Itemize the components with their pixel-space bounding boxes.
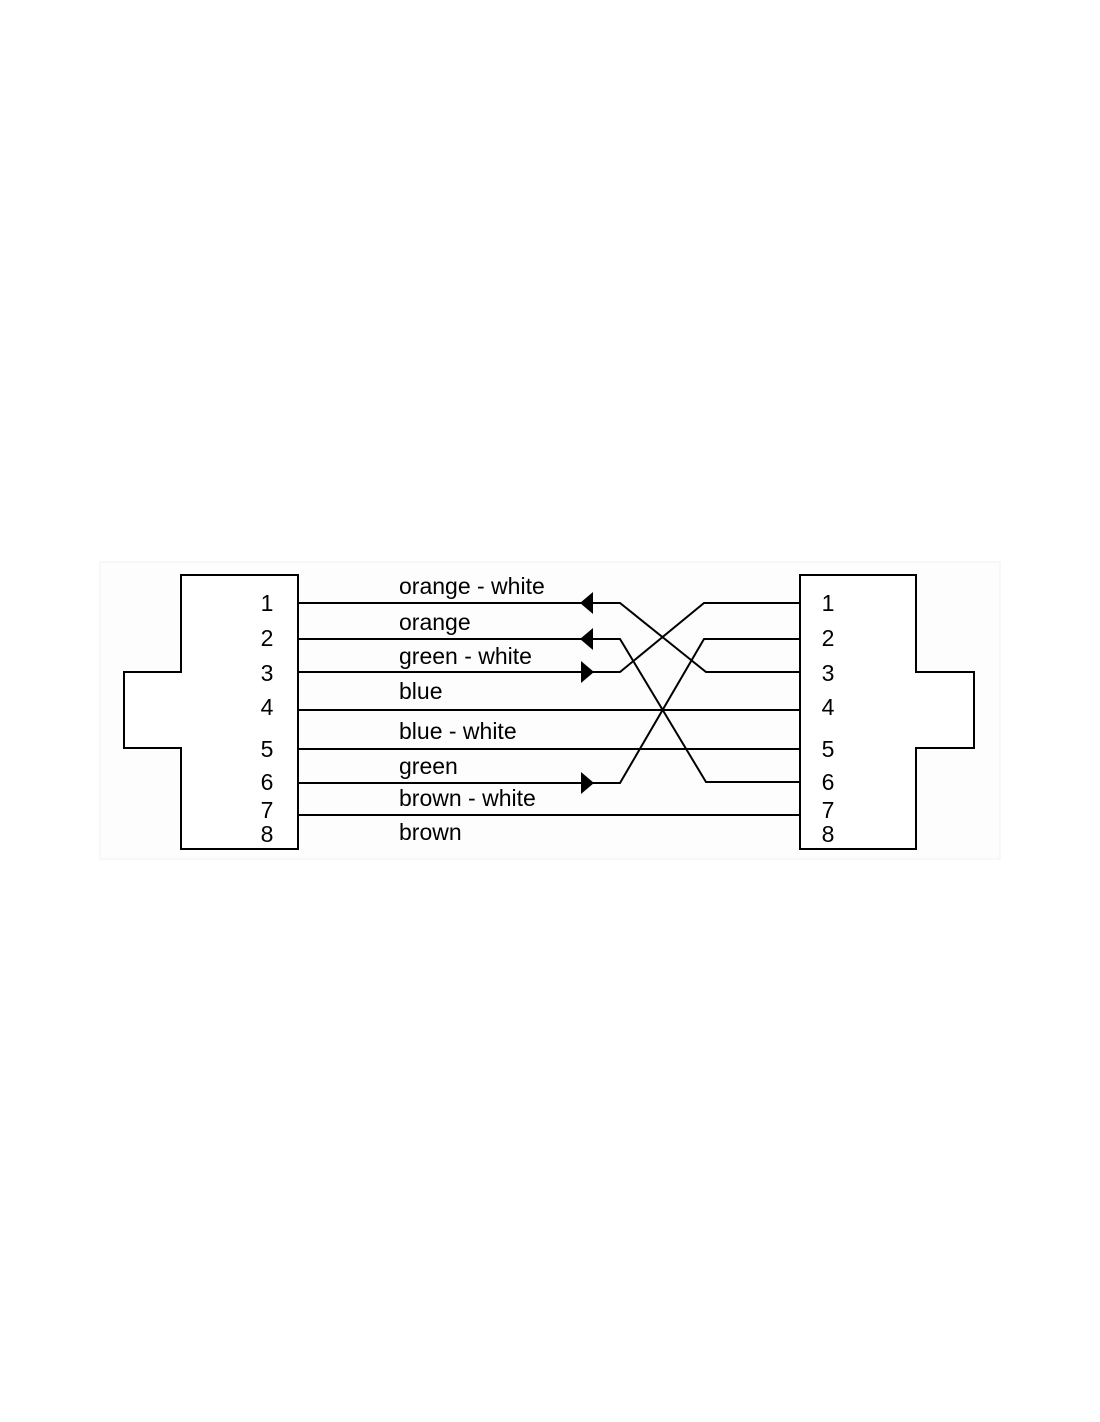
label-orange: orange: [399, 609, 471, 635]
arrow-right-icon: [581, 661, 594, 683]
wire-green: [298, 638, 800, 784]
left-pin-4: 4: [261, 694, 274, 720]
left-pin-6: 6: [261, 769, 274, 795]
label-blue-white: blue - white: [399, 718, 517, 744]
label-brown-white: brown - white: [399, 785, 536, 811]
left-connector: [123, 574, 299, 850]
right-connector: [799, 574, 975, 850]
wire-green-white: [298, 602, 800, 673]
label-orange-white: orange - white: [399, 573, 545, 599]
right-pin-7: 7: [822, 797, 835, 823]
left-pin-2: 2: [261, 625, 274, 651]
right-pin-3: 3: [822, 660, 835, 686]
left-pin-5: 5: [261, 736, 274, 762]
right-pin-4: 4: [822, 694, 835, 720]
arrowheads: [580, 592, 594, 794]
label-blue: blue: [399, 678, 442, 704]
label-green: green: [399, 753, 458, 779]
wires: [298, 602, 800, 816]
wire-labels: orange - white orange green - white blue…: [399, 573, 545, 845]
left-pin-numbers: 1 2 3 4 5 6 7 8: [261, 590, 274, 847]
left-pin-7: 7: [261, 797, 274, 823]
arrow-right-icon: [581, 772, 594, 794]
left-pin-1: 1: [261, 590, 274, 616]
right-pin-2: 2: [822, 625, 835, 651]
arrow-left-icon: [580, 592, 593, 614]
right-pin-6: 6: [822, 769, 835, 795]
label-brown: brown: [399, 819, 462, 845]
arrow-left-icon: [580, 628, 593, 650]
right-pin-5: 5: [822, 736, 835, 762]
right-pin-numbers: 1 2 3 4 5 6 7 8: [822, 590, 835, 847]
right-pin-8: 8: [822, 821, 835, 847]
left-pin-3: 3: [261, 660, 274, 686]
right-pin-1: 1: [822, 590, 835, 616]
left-pin-8: 8: [261, 821, 274, 847]
label-green-white: green - white: [399, 643, 532, 669]
